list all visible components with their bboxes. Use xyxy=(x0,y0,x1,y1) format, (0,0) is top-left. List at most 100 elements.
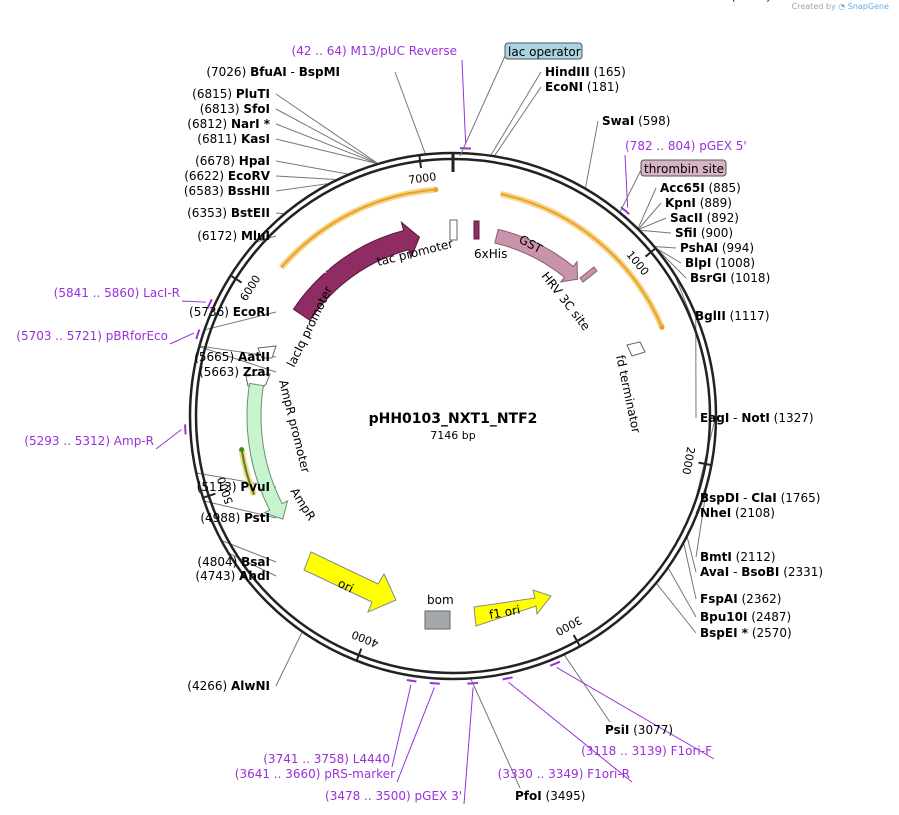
site-hindiii[interactable]: HindIII (165) xyxy=(545,65,626,79)
feature-tac-promoter-box[interactable] xyxy=(449,219,458,241)
primer-label-laci-r: (5841 .. 5860) LacI-R xyxy=(54,286,180,300)
leader-bspei xyxy=(656,583,697,634)
site-label-hindiii: HindIII (165) xyxy=(545,65,626,79)
site-label-nari: (6812) NarI * xyxy=(187,117,270,131)
site-nhei[interactable]: NheI (2108) xyxy=(700,506,775,520)
site-pshai[interactable]: PshAI (994) xyxy=(680,241,754,255)
feature-hrv3c-site-arrow[interactable] xyxy=(579,266,598,283)
primer-mark-amp-r xyxy=(184,424,187,435)
credit-brand: SnapGene xyxy=(847,2,889,11)
site-econi[interactable]: EcoNI (181) xyxy=(545,80,619,94)
primer-pgex-5[interactable]: (782 .. 804) pGEX 5' xyxy=(625,139,747,153)
site-pluti[interactable]: (6815) PluTI xyxy=(192,87,270,101)
site-label-bsshii: (6583) BssHII xyxy=(184,184,270,198)
site-afei[interactable]: AfeI (2635) xyxy=(700,0,771,3)
site-label-zrai: (5663) ZraI xyxy=(199,365,270,379)
site-hpai[interactable]: (6678) HpaI xyxy=(195,154,270,168)
site-fspai[interactable]: FspAI (2362) xyxy=(700,592,781,606)
site-nari[interactable]: (6812) NarI * xyxy=(187,117,270,131)
feature-gst-arrow[interactable] xyxy=(494,228,579,283)
site-bfuai[interactable]: (7026) BfuAI - BspMI xyxy=(206,65,340,79)
boxed-feature-lac-operator[interactable]: lac operator xyxy=(504,42,583,60)
site-bglii[interactable]: BglII (1117) xyxy=(695,309,770,323)
site-label-bspei: BspEI * (2570) xyxy=(700,626,792,640)
site-sacii[interactable]: SacII (892) xyxy=(670,211,739,225)
feature-bom-label: bom xyxy=(427,593,454,607)
site-eagi[interactable]: EagI - NotI (1327) xyxy=(700,411,814,425)
site-bsteii[interactable]: (6353) BstEII xyxy=(187,206,270,220)
leader-econi xyxy=(494,86,542,156)
site-bspdi[interactable]: BspDI - ClaI (1765) xyxy=(700,491,820,505)
leader-bmti xyxy=(695,490,707,558)
leader-sacii xyxy=(639,217,667,230)
site-avai[interactable]: AvaI - BsoBI (2331) xyxy=(700,565,823,579)
feature-laciq-promoter-arrow[interactable] xyxy=(257,345,277,359)
primer-label-f1ori-r: (3330 .. 3349) F1ori-R xyxy=(498,767,630,781)
site-bspei[interactable]: BspEI * (2570) xyxy=(700,626,792,640)
primer-laci-r[interactable]: (5841 .. 5860) LacI-R xyxy=(54,286,180,300)
site-pfoi[interactable]: PfoI (3495) xyxy=(515,789,585,803)
tick-label-4000: 4000 xyxy=(350,628,381,650)
leader-pluti xyxy=(275,93,378,164)
boxed-feature-thrombin-site[interactable]: thrombin site xyxy=(640,159,727,177)
feature-ori-label: ori xyxy=(336,576,356,595)
site-bsrgi[interactable]: BsrGI (1018) xyxy=(690,271,770,285)
primer-f1ori-f[interactable]: (3118 .. 3139) F1ori-F xyxy=(581,744,712,758)
site-sfoi[interactable]: (6813) SfoI xyxy=(200,102,270,116)
feature-fd-terminator-arrow[interactable] xyxy=(626,341,646,357)
site-bsshii[interactable]: (6583) BssHII xyxy=(184,184,270,198)
feature-ampr-arrow[interactable] xyxy=(246,382,289,520)
primer-pgex-3[interactable]: (3478 .. 3500) pGEX 3' xyxy=(325,789,462,803)
leader-fspai xyxy=(683,543,697,600)
site-label-swai: SwaI (598) xyxy=(602,114,670,128)
feature-laci-arrow[interactable] xyxy=(292,220,421,322)
tick-3000 xyxy=(572,634,581,646)
primer-l4440[interactable]: (3741 .. 3758) L4440 xyxy=(263,752,390,766)
feature-f1-ori-label: f1 ori xyxy=(488,603,521,622)
site-pvui[interactable]: (5113) PvuI xyxy=(197,480,270,494)
lac-operator-leader xyxy=(459,55,506,157)
primer-m13-puc-reverse[interactable]: (42 .. 64) M13/pUC Reverse xyxy=(292,44,457,58)
primer-f1ori-r[interactable]: (3330 .. 3349) F1ori-R xyxy=(498,767,630,781)
site-bpu10i[interactable]: Bpu10I (2487) xyxy=(700,610,791,624)
site-blpi[interactable]: BlpI (1008) xyxy=(685,256,755,270)
feature-ori-arrow[interactable] xyxy=(303,551,397,613)
site-psii[interactable]: PsiI (3077) xyxy=(605,723,673,737)
feature-6xhis-box[interactable] xyxy=(473,220,480,240)
tick-label-7000: 7000 xyxy=(408,170,437,186)
primer-amp-r[interactable]: (5293 .. 5312) Amp-R xyxy=(24,434,154,448)
leader-bsteii xyxy=(275,212,284,215)
site-label-bfuai: (7026) BfuAI - BspMI xyxy=(206,65,340,79)
site-aatii[interactable]: (5665) AatII xyxy=(194,350,270,364)
site-label-nhei: NheI (2108) xyxy=(700,506,775,520)
site-alwni[interactable]: (4266) AlwNI xyxy=(187,679,270,693)
site-mlui[interactable]: (6172) MluI xyxy=(197,229,270,243)
site-ecori[interactable]: (5736) EcoRI xyxy=(189,305,270,319)
site-sfii[interactable]: SfiI (900) xyxy=(675,226,733,240)
site-acc65i[interactable]: Acc65I (885) xyxy=(660,181,741,195)
feature-ampr-label: AmpR xyxy=(287,485,318,523)
site-label-ecori: (5736) EcoRI xyxy=(189,305,270,319)
primer-label-l4440: (3741 .. 3758) L4440 xyxy=(263,752,390,766)
site-kasi[interactable]: (6811) KasI xyxy=(197,132,270,146)
site-label-psti: (4988) PstI xyxy=(200,511,270,525)
site-label-blpi: BlpI (1008) xyxy=(685,256,755,270)
primer-prs-marker[interactable]: (3641 .. 3660) pRS-marker xyxy=(235,767,395,781)
feature-bom-box[interactable] xyxy=(424,610,451,630)
site-bsai[interactable]: (4804) BsaI xyxy=(197,555,270,569)
site-bmti[interactable]: BmtI (2112) xyxy=(700,550,776,564)
site-zrai[interactable]: (5663) ZraI xyxy=(199,365,270,379)
site-kpni[interactable]: KpnI (889) xyxy=(665,196,732,210)
primer-label-pgex-3: (3478 .. 3500) pGEX 3' xyxy=(325,789,462,803)
site-swai[interactable]: SwaI (598) xyxy=(602,114,670,128)
site-ahdi[interactable]: (4743) AhdI xyxy=(195,569,270,583)
leader-kasi xyxy=(275,138,377,164)
site-psti[interactable]: (4988) PstI xyxy=(200,511,270,525)
orf-arcs xyxy=(238,186,665,497)
primer-leader-f1ori-r xyxy=(508,681,633,783)
site-ecorv[interactable]: (6622) EcoRV xyxy=(184,169,271,183)
primer-pbrforeco[interactable]: (5703 .. 5721) pBRforEco xyxy=(16,329,168,343)
primer-mark-l4440 xyxy=(406,679,417,683)
feature-f1-ori-arrow[interactable] xyxy=(473,589,552,627)
